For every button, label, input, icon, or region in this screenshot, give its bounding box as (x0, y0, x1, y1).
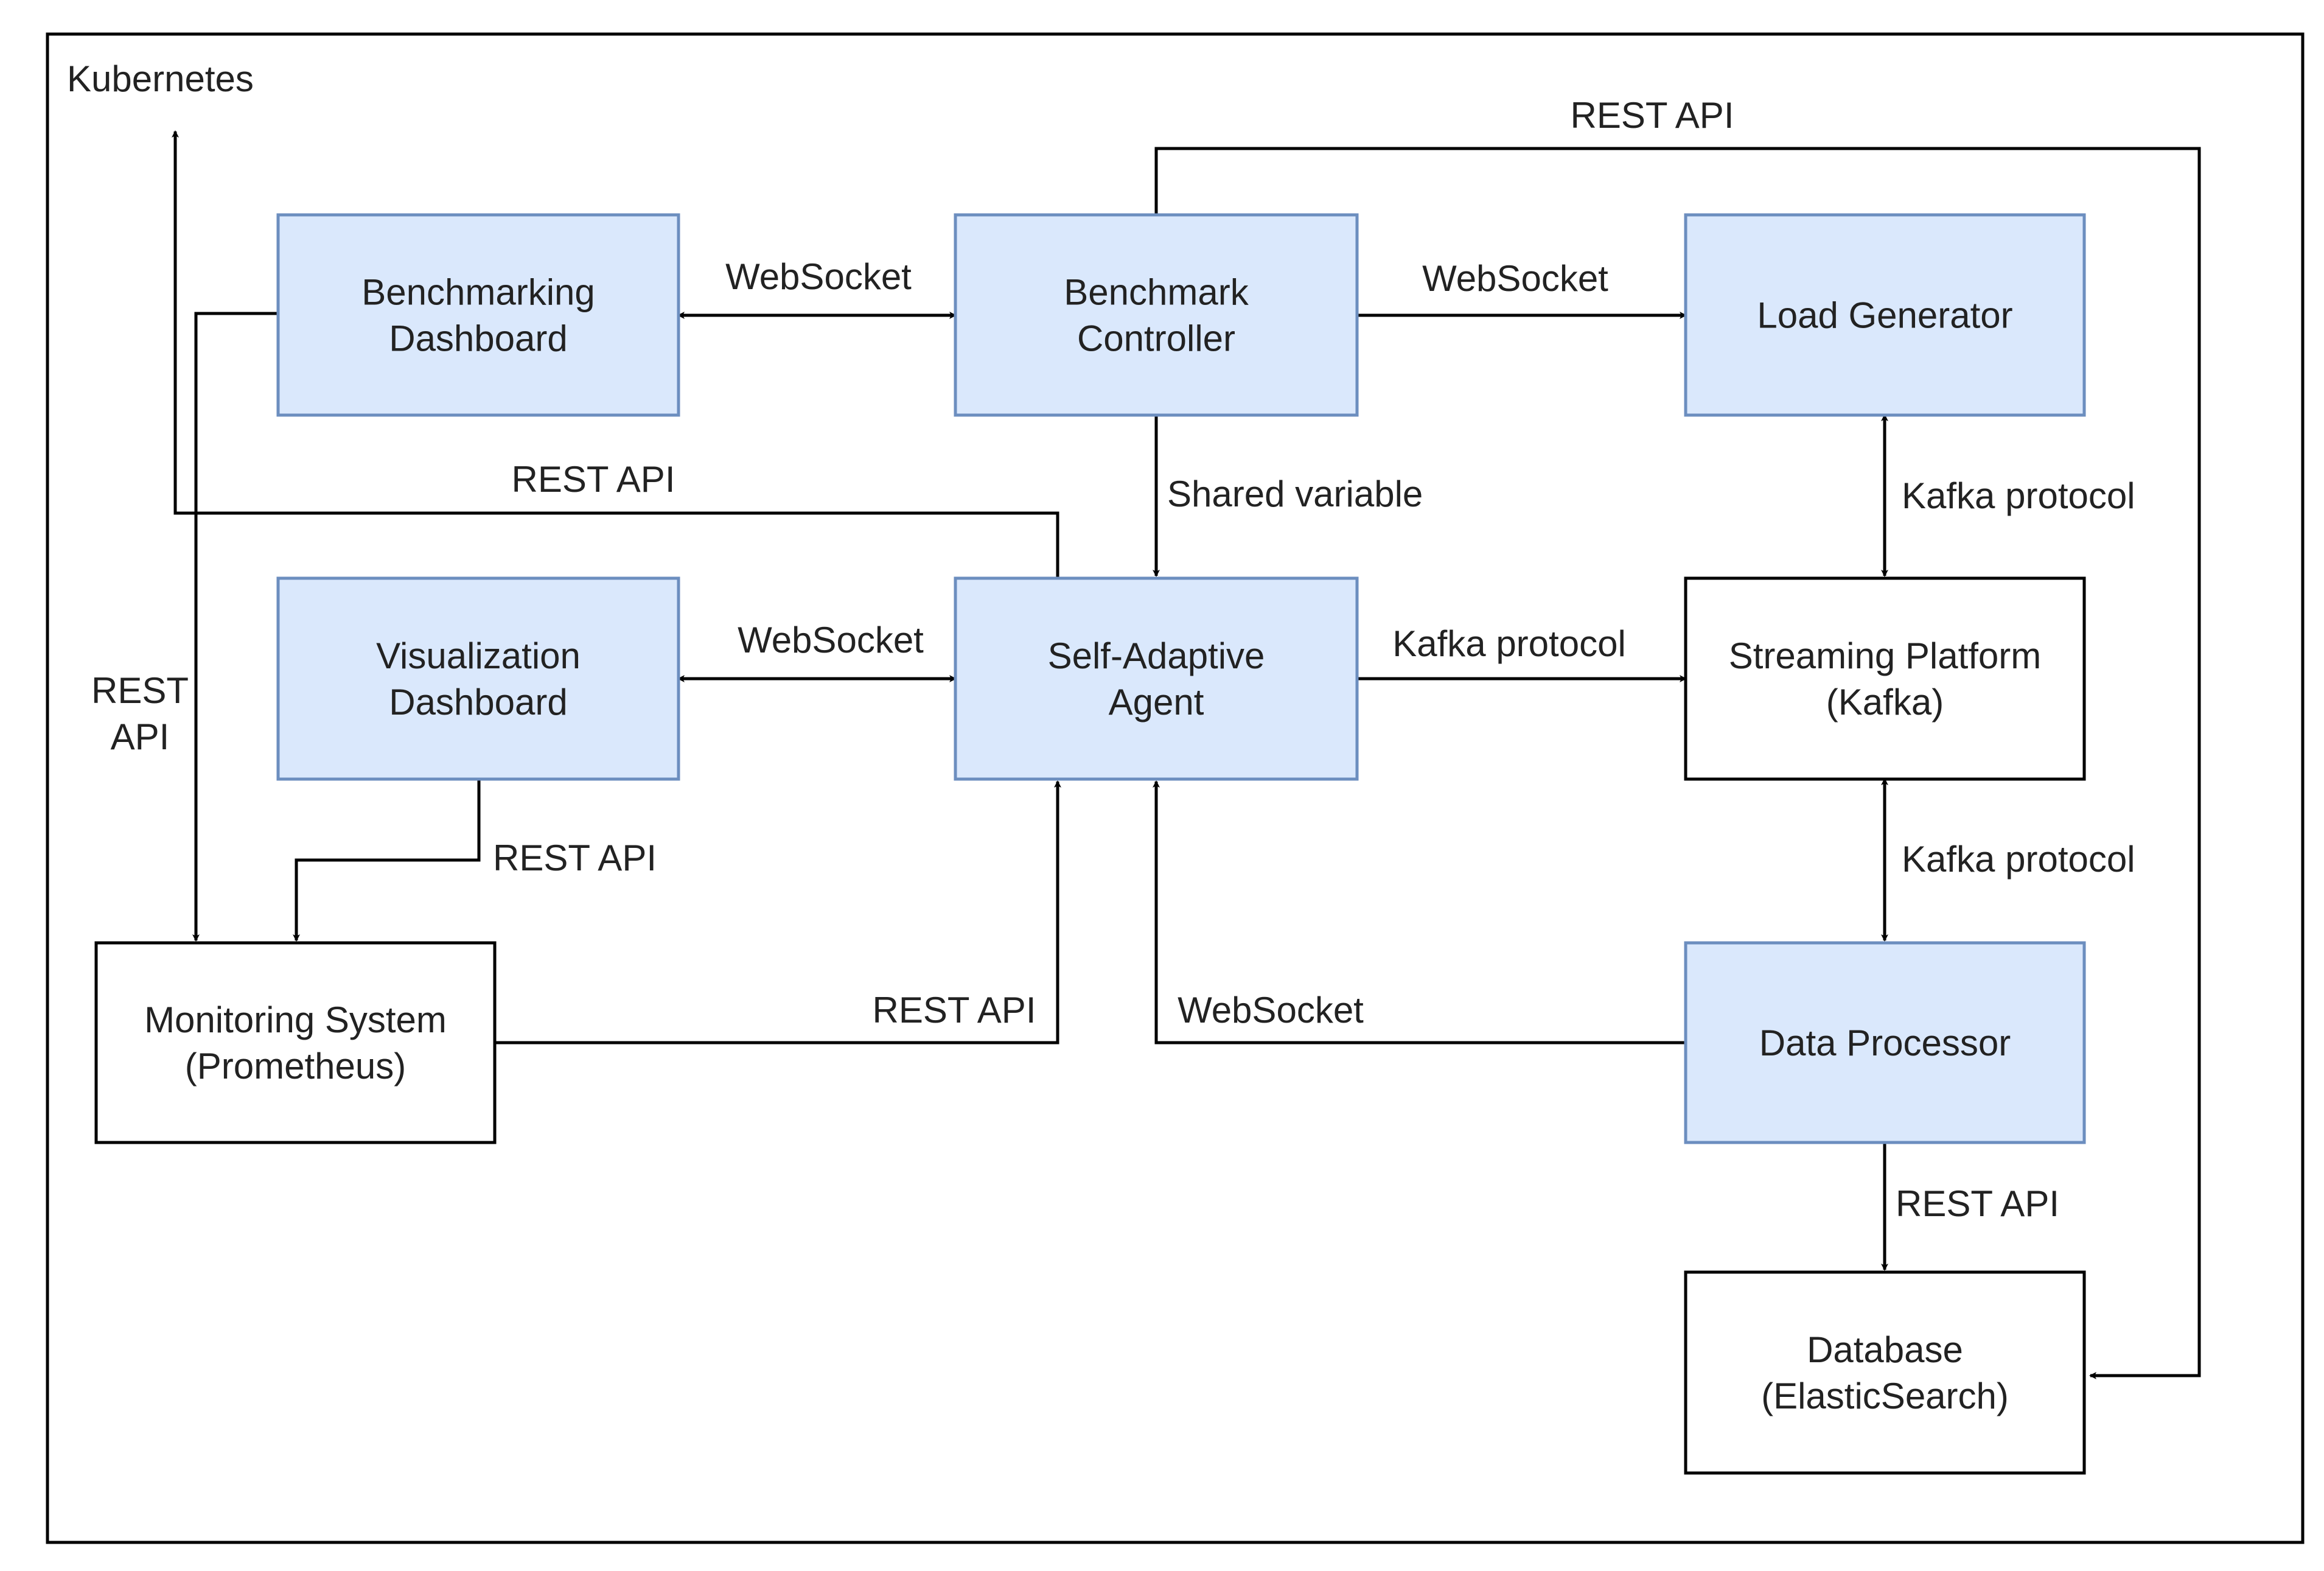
edge-label-vd-mon: REST API (493, 838, 657, 878)
edge-label-agent-k8s: REST API (511, 459, 675, 500)
edge-label-bc-db: REST API (1570, 95, 1734, 136)
node-box (954, 576, 1359, 781)
edge-mon-agent (495, 780, 1061, 1044)
node-data-processor: Data Processor (1684, 941, 2086, 1144)
node-box (954, 213, 1359, 417)
node-database: Database (ElasticSearch) (1684, 1270, 2086, 1475)
edge-label-bd-mon: API (111, 716, 170, 757)
edge-bd-mon (192, 312, 278, 942)
edge-label-sp-dp: Kafka protocol (1902, 839, 2135, 880)
node-box (1684, 1270, 2086, 1475)
edge-label-mon-agent: REST API (872, 990, 1036, 1030)
node-label-line: (Kafka) (1826, 682, 1944, 723)
node-box (94, 941, 497, 1144)
node-label-line: Data Processor (1759, 1023, 2011, 1063)
node-box (276, 576, 680, 781)
node-box (1684, 213, 2086, 417)
node-label-line: Controller (1077, 318, 1235, 359)
edge-label-lg-sp: Kafka protocol (1902, 475, 2135, 516)
node-box (276, 213, 680, 417)
node-label-line: Benchmark (1064, 272, 1249, 313)
edge-bc-db (1154, 147, 2201, 1379)
edge-label-bd-mon: REST (91, 670, 189, 711)
node-label-line: Visualization (376, 635, 581, 676)
edge-label-bc-lg: WebSocket (1422, 258, 1608, 299)
edge-agent-k8s (172, 130, 1059, 578)
node-box (1684, 576, 2086, 781)
kubernetes-label: Kubernetes (67, 58, 254, 99)
node-label-line: Streaming Platform (1729, 635, 2042, 676)
node-label-line: (ElasticSearch) (1761, 1376, 2009, 1416)
edge-label-bc-agent: Shared variable (1167, 474, 1423, 514)
node-label-line: Database (1807, 1329, 1963, 1370)
node-label-line: Dashboard (389, 318, 568, 359)
edge-label-dp-db: REST API (1896, 1183, 2059, 1224)
edge-dp-agent (1153, 780, 1686, 1044)
edge-vd-mon (293, 779, 481, 942)
node-box (1684, 941, 2086, 1144)
node-label-line: Dashboard (389, 682, 568, 723)
node-load-generator: Load Generator (1684, 213, 2086, 417)
node-label-line: Monitoring System (144, 999, 447, 1040)
node-label-line: Agent (1109, 682, 1204, 723)
node-label-line: (Prometheus) (185, 1046, 406, 1086)
node-label-line: Benchmarking (361, 272, 595, 313)
edge-label-agent-sp: Kafka protocol (1392, 623, 1626, 664)
edge-label-dp-agent: WebSocket (1178, 990, 1364, 1030)
node-label-line: Self-Adaptive (1048, 635, 1265, 676)
edge-label-vd-agent: WebSocket (738, 620, 924, 660)
edge-label-bd-bc: WebSocket (725, 256, 912, 297)
node-monitoring-system: Monitoring System (Prometheus) (94, 941, 497, 1144)
node-label-line: Load Generator (1757, 295, 2012, 336)
node-streaming-platform: Streaming Platform (Kafka) (1684, 576, 2086, 781)
